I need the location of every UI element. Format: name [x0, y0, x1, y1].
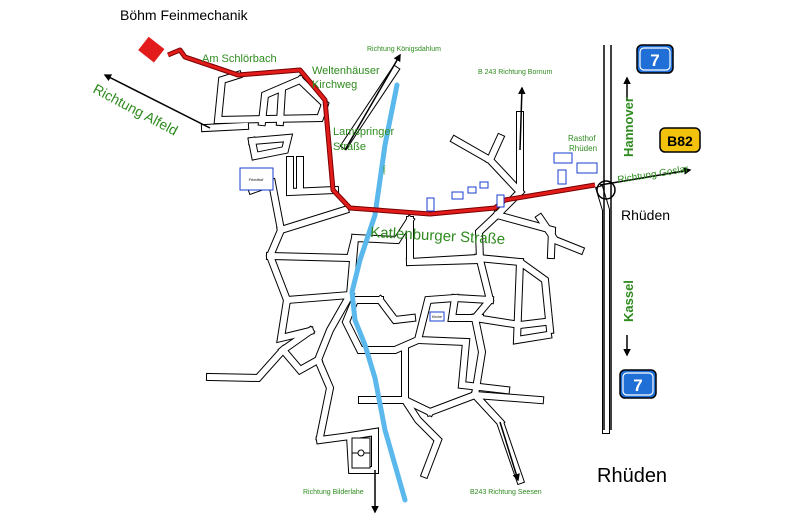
- rasthof-box-2: [576, 162, 598, 174]
- direction-alfeld: Richtung Alfeld: [91, 81, 181, 139]
- building-box-2: [451, 191, 464, 200]
- b82-shield-number: B82: [667, 133, 693, 149]
- building-box-1: [426, 197, 435, 212]
- motorway-junction: [596, 180, 616, 200]
- road-to-bornum: [518, 86, 526, 151]
- building-box-4: [479, 181, 489, 189]
- rasthof-box-1: [553, 152, 573, 164]
- direction-bornum: B 243 Richtung Bornum: [478, 69, 552, 76]
- autobahn-a7: [603, 45, 612, 430]
- rasthof-label-1: Rasthof: [568, 134, 596, 143]
- river-nette: [349, 82, 408, 503]
- a7-shield-top: 7: [636, 44, 674, 74]
- a7-shield-top-number: 7: [650, 51, 659, 70]
- road-to-goslar: [599, 167, 692, 186]
- a7-shield-bottom-number: 7: [633, 376, 642, 395]
- town-title: Rhüden: [597, 465, 667, 487]
- road-to-seesen: [499, 421, 520, 482]
- building-box-5: [496, 194, 505, 208]
- street-lamspringer-strasse: Straße: [333, 141, 366, 153]
- river-nette-label: Nette: [382, 165, 387, 175]
- street-kirchweg: Kirchweg: [312, 79, 357, 91]
- friedhof-box: [239, 167, 274, 191]
- direction-kassel: Kassel: [621, 280, 636, 322]
- direction-hannover: Hannover: [621, 97, 636, 157]
- a7-shield-bottom: 7: [619, 369, 657, 399]
- destination-marker: [138, 36, 165, 63]
- building-box-3: [467, 186, 477, 194]
- company-label: Böhm Feinmechanik: [120, 7, 249, 23]
- street-lamspringer: Lamspringer: [333, 126, 394, 138]
- road-to-koenigsdahlum: [344, 53, 401, 151]
- street-network: [200, 64, 610, 486]
- rasthof-label-2: Rhüden: [569, 144, 597, 153]
- direction-bilderlahe: Richtung Bilderlahe: [303, 489, 364, 496]
- b82-shield: B82: [659, 127, 701, 153]
- street-am-schloerbach: Am Schlörbach: [202, 53, 277, 65]
- poi-buildings: [239, 152, 598, 322]
- direction-koenigsdahlum: Richtung Königsdahlum: [367, 46, 441, 53]
- rasthof-box-3: [557, 169, 567, 185]
- kirche-box: [429, 311, 445, 322]
- road-to-alfeld: [103, 74, 211, 129]
- town-label-small: Rhüden: [621, 207, 670, 223]
- friedhof-label: Friedhof: [249, 177, 265, 182]
- exit-roads: [103, 53, 692, 514]
- sports-field: [351, 437, 371, 469]
- kirche-label: Kirche: [432, 315, 442, 319]
- direction-goslar: Richtung Goslar: [617, 164, 690, 186]
- direction-seesen: B243 Richtung Seesen: [470, 489, 542, 496]
- street-weltenhaeuser: Weltenhäuser: [312, 65, 380, 77]
